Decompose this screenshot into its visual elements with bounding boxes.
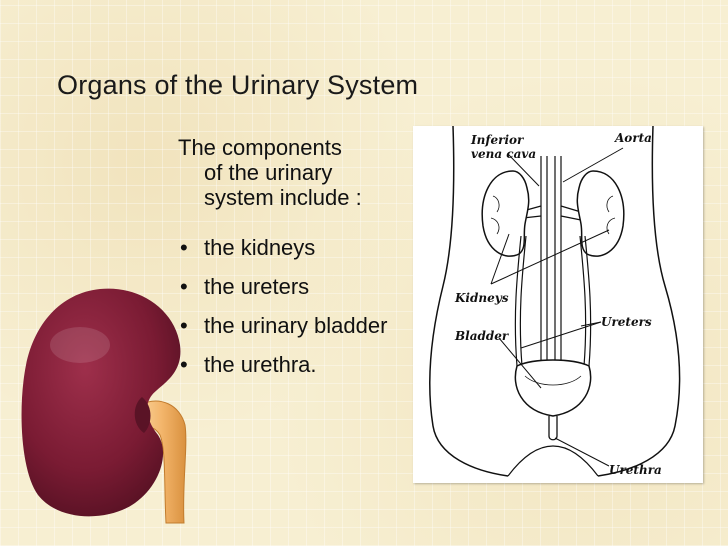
left-kidney (481, 170, 530, 257)
intro-text: The components of the urinary system inc… (178, 135, 418, 210)
leader-bladder (498, 337, 542, 389)
left-ureter-2 (519, 235, 527, 367)
kidney-body (21, 288, 181, 517)
urethra-shape (548, 416, 558, 441)
left-ureter (514, 235, 522, 367)
bullet-dot: • (180, 235, 188, 260)
leader-kidneys-left (490, 233, 510, 285)
right-kidney (576, 170, 625, 257)
label-bladder: Bladder (454, 329, 510, 343)
right-kidney-detail (606, 195, 616, 235)
bullet-dot: • (180, 274, 188, 299)
intro-line-3: system include : (204, 185, 362, 210)
leader-ureters-left (520, 321, 602, 349)
slide-title: Organs of the Urinary System (57, 70, 419, 100)
bullet-text: the ureters (204, 274, 310, 299)
renal-vessels (522, 205, 582, 221)
label-aorta: Aorta (614, 131, 652, 145)
bullet-text: the urethra. (204, 352, 317, 377)
bullet-dot: • (180, 352, 188, 377)
torso-outline-right (597, 126, 681, 477)
diagram-drawing: Inferior vena cava Aorta Kidneys Bladder… (429, 126, 681, 477)
leader-urethra (554, 437, 610, 467)
label-ureters: Ureters (601, 315, 652, 329)
kidney-hilum (134, 397, 151, 433)
urinary-anatomy-diagram: Inferior vena cava Aorta Kidneys Bladder… (413, 126, 703, 483)
intro-line-1: The components (178, 135, 342, 160)
intro-line-2: of the urinary (204, 160, 333, 185)
organ-bullet-list: • the kidneys • the ureters • the urinary… (178, 235, 418, 391)
bullet-text: the kidneys (204, 235, 316, 260)
bullet-item-kidneys: • the kidneys (178, 235, 418, 260)
kidney-illustration (21, 288, 187, 524)
torso-outline (429, 126, 509, 477)
bullet-text: the urinary bladder (204, 313, 388, 338)
right-ureter-2 (579, 235, 587, 367)
label-urethra: Urethra (609, 463, 662, 477)
kidney-highlight (50, 327, 110, 363)
leader-vena-cava (507, 153, 540, 187)
label-vena-cava: vena cava (471, 147, 536, 161)
bullet-dot: • (180, 313, 188, 338)
ureter-tube (137, 400, 187, 524)
leader-kidneys-right (490, 229, 610, 285)
groin-line (507, 445, 599, 477)
label-kidneys: Kidneys (454, 291, 509, 305)
bladder-detail (524, 375, 582, 386)
bullet-item-ureters: • the ureters (178, 274, 418, 299)
bladder-shape (514, 359, 592, 417)
left-kidney-detail (490, 195, 500, 235)
bullet-item-bladder: • the urinary bladder (178, 313, 418, 338)
label-inferior: Inferior (470, 133, 525, 147)
leader-aorta (562, 147, 624, 183)
right-ureter (584, 235, 592, 367)
bullet-item-urethra: • the urethra. (178, 352, 418, 377)
